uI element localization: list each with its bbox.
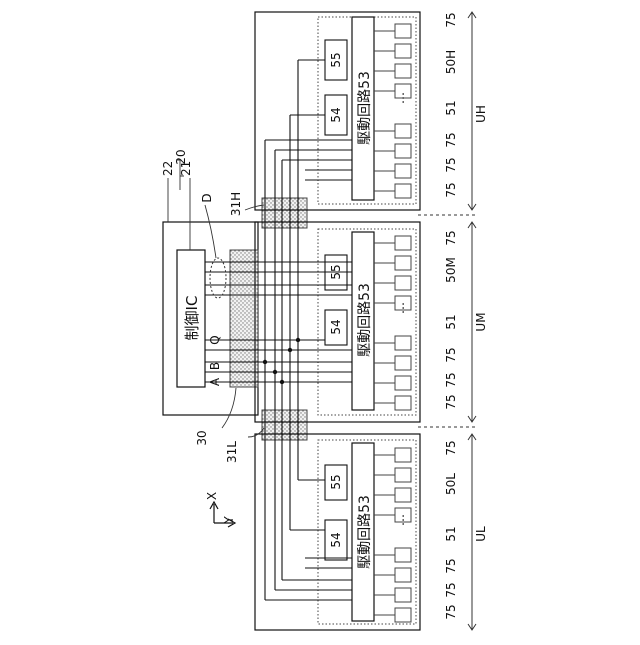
block-54-label-m: 54 [329,319,343,334]
ref-75: 75 [444,347,458,362]
bus-group-d [210,258,226,298]
signal-a-label: A [208,377,222,386]
output-pin [395,44,411,58]
ref-51-m: 51 [444,314,458,329]
ref-ul: UL [474,526,488,542]
ref-d: D [200,193,214,202]
ellipsis-m: … [393,302,407,314]
drive-circuit-label-m: 駆動回路53 [357,283,373,357]
block-55-label-l: 55 [329,474,343,489]
ref-50l: 50L [444,473,458,495]
block-54-label-h: 54 [329,107,343,122]
output-pin [395,184,411,198]
ref-uh: UH [474,105,488,123]
ref-51-l: 51 [444,526,458,541]
axis-y-label: Y [222,516,236,525]
output-pin [395,276,411,290]
ref-21: 21 [179,161,193,176]
ref-75: 75 [444,582,458,597]
output-pin [395,336,411,350]
output-pin [395,24,411,38]
axis-x-label: X [205,492,219,500]
ref-75: 75 [444,157,458,172]
ref-75: 75 [444,440,458,455]
control-ic-label: 制御IC [183,296,201,341]
output-pin [395,488,411,502]
output-pin [395,164,411,178]
ellipsis-l: … [393,514,407,526]
output-pin [395,448,411,462]
ref-31h: 31H [229,192,243,216]
signal-b-label: B [208,362,222,370]
output-pin [395,144,411,158]
output-pin [395,356,411,370]
block-54-label-l: 54 [329,532,343,547]
ref-75: 75 [444,394,458,409]
ref-50m: 50M [444,257,458,283]
output-pins [374,24,411,622]
connector-31l [262,410,307,440]
ref-31l: 31L [225,441,239,463]
ref-75: 75 [444,230,458,245]
ellipsis-h: … [393,92,407,104]
drive-circuit-label-h: 駆動回路53 [357,71,373,145]
ref-75: 75 [444,182,458,197]
output-pin [395,64,411,78]
output-pin [395,548,411,562]
ref-75: 75 [444,132,458,147]
ref-um: UM [474,312,488,331]
output-pin [395,236,411,250]
drive-circuit-label-l: 駆動回路53 [357,495,373,569]
connector-30 [230,250,258,387]
ref-51-h: 51 [444,100,458,115]
ref-75: 75 [444,604,458,619]
output-pin [395,468,411,482]
block-55-label-m: 55 [329,264,343,279]
output-pin [395,568,411,582]
signal-q-label: Q [208,335,222,344]
ref-75: 75 [444,12,458,27]
output-pin [395,256,411,270]
block-55-label-h: 55 [329,52,343,67]
output-pin [395,396,411,410]
connector-31h [262,198,307,228]
output-pin [395,376,411,390]
output-pin [395,124,411,138]
ref-75: 75 [444,372,458,387]
output-pin [395,588,411,602]
ref-50h: 50H [444,50,458,74]
output-pin [395,608,411,622]
ref-30: 30 [195,430,209,445]
ref-22: 22 [161,161,175,176]
ref-75: 75 [444,558,458,573]
